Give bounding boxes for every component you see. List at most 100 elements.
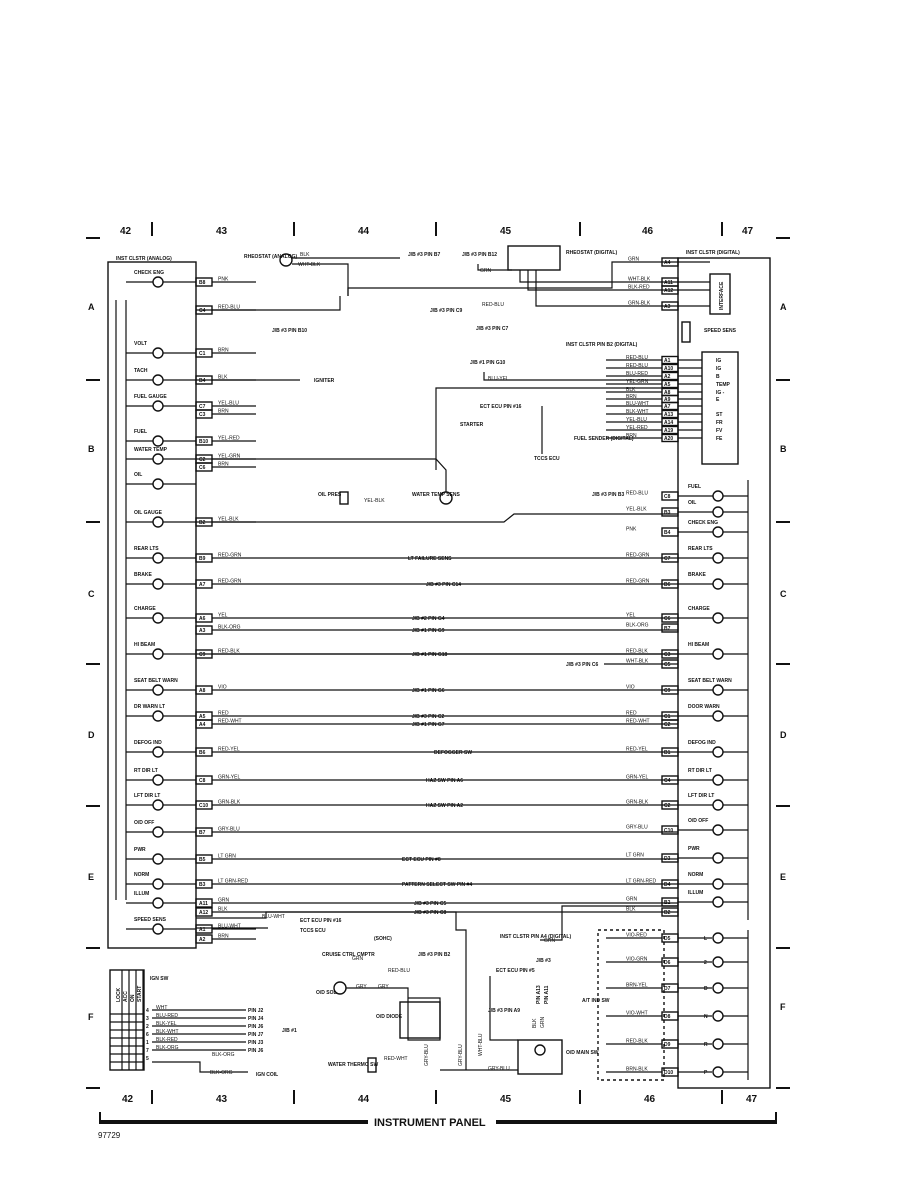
right-pin: B3 [664,510,671,516]
ign-pin-dest: PIN J6 [248,1048,264,1054]
indicator-symbol [712,612,724,624]
left-wire-color: BRN [218,348,229,354]
row-a-left: A [88,302,95,312]
left-pin: A7 [199,582,206,588]
right-pin: C3 [664,652,671,658]
mid-destination: J/B #3 PIN C8 [414,910,446,916]
right-pin: C8 [664,494,671,500]
digital-terminal-label: IG - [716,390,725,396]
mid-destination: PATTERN SELECT SW PIN #4 [402,882,472,888]
left-pin: A11 [199,901,208,907]
gauge-symbol [152,453,164,465]
ign-wire-color: BLK-ORG [156,1045,179,1051]
left-wire-color: RED-GRN [218,553,242,559]
left-component-label: FUEL [134,429,147,435]
row-labels: A B C D E F A B C D E F [86,237,790,1089]
left-component-label: NORM [134,872,149,878]
right-wire-color: VIO-GRN [626,957,648,963]
right-pin: C10 [664,828,673,834]
right-wire-color: GRN-BLK [628,301,651,307]
left-component-label: CHECK ENG [134,270,164,276]
left-pin: B7 [199,830,206,836]
right-wire-color: YEL-BLU [626,417,647,423]
sohc-label: (SOHC) [374,936,392,942]
right-component-label: DOOR WARN [688,704,720,710]
indicator-symbol [712,896,724,908]
speed-sens-label: SPEED SENS [704,328,737,334]
ign-pin-dest: PIN J6 [248,1024,264,1030]
column-42-bottom: 42 [122,1094,134,1105]
left-component-label: REAR LTS [134,546,159,552]
indicator-symbol [712,648,724,660]
right-pin: B1 [664,750,671,756]
mid-destination: J/B #3 PIN C5 [414,901,446,907]
bottom-wire-gry-1: GRY [356,984,367,990]
jb3-pin-b7: J/B #3 PIN B7 [408,252,440,258]
at-ind-sw-label: A/T IND SW [582,998,610,1004]
footer: INSTRUMENT PANEL 97729 [98,1112,777,1140]
right-pin: A3 [664,304,671,310]
left-pin: C10 [199,803,208,809]
left-pin: A6 [199,616,206,622]
left-wire-color: RED-GRN [218,579,242,585]
pin-a13-label: PIN A13 [536,985,542,1004]
right-component-label: PWR [688,846,700,852]
indicator-symbol [712,799,724,811]
column-44: 44 [358,226,370,237]
left-pin: B5 [199,857,206,863]
row-e-left: E [88,872,94,882]
right-pin: A7 [664,404,671,410]
right-component-label: REAR LTS [688,546,713,552]
right-wire-color: WHT-BLK [626,659,649,665]
column-43-bottom: 43 [216,1094,228,1105]
left-wire-color: YEL [218,613,228,619]
digital-terminal-label: FR [716,420,723,426]
left-pin: B6 [199,750,206,756]
left-pin: B3 [199,882,206,888]
left-pin: C9 [199,652,206,658]
indicator-symbol [712,746,724,758]
right-pin: C6 [664,616,671,622]
right-wire-color: GRY-BLU [626,825,648,831]
gauge-symbol [152,478,164,490]
right-pin: A1 [664,358,671,364]
oil-pres-wire: YEL-BLK [364,498,385,504]
bottom-wire-grn: GRN [352,956,364,962]
right-wire-color: BLU-WHT [626,401,649,407]
rheostat-digital-box [507,245,561,271]
jb3-pin-b12: J/B #3 PIN B12 [462,252,497,258]
left-pin: C6 [199,465,206,471]
right-wire-color: YEL-BLK [626,507,647,513]
ign-wire-color: BLK-WHT [156,1029,179,1035]
rheostat-analog-symbol [279,253,293,267]
left-component-label: SPEED SENS [134,917,167,923]
bottom-components: BLU-WHT ECT ECU PIN #16 TCCS ECU (SOHC) … [196,905,678,1075]
gauge-symbol [152,684,164,696]
gauge-symbol [152,923,164,935]
jb3-pin-b10: J/B #3 PIN B10 [272,328,307,334]
od-diode-box [399,1001,441,1039]
right-pin: A4 [664,260,671,266]
left-wire-color: RED-WHT [218,719,242,725]
digital-terminal-label: B [716,374,720,380]
right-pin: C2 [664,722,671,728]
bottom-wire-wht-blu-vertical: WHT-BLU [478,1033,484,1056]
jb3-pin-a9: J/B #3 PIN A9 [488,1008,520,1014]
right-pin: C5 [664,662,671,668]
at-indicator-symbol [712,1038,724,1050]
right-pin: C7 [664,556,671,562]
column-46: 46 [642,226,654,237]
speed-sens-resistor [681,321,691,343]
column-42: 42 [120,226,132,237]
gauge-symbol [152,578,164,590]
indicator-symbol [712,774,724,786]
left-component-label: OIL [134,472,142,478]
at-indicator-symbol [712,956,724,968]
inst-clstr-analog-title: INST CLSTR (ANALOG) [116,256,172,262]
